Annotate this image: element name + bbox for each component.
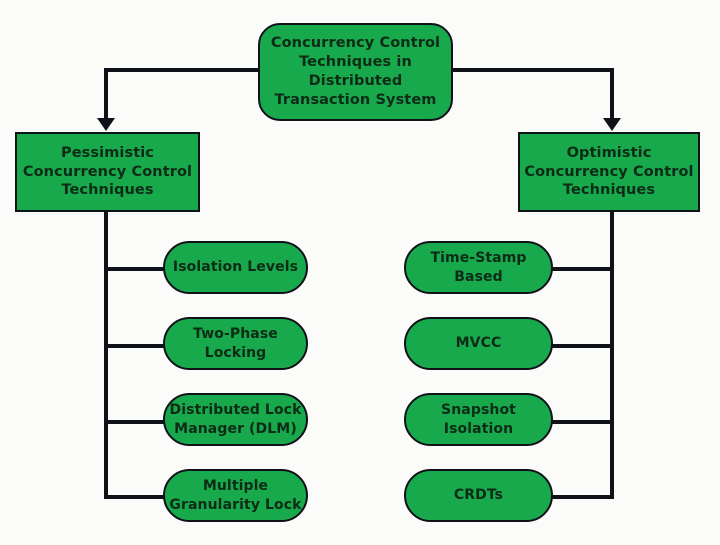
connector-right-stub-2 bbox=[551, 344, 614, 348]
node-leaf-multiple-granularity-lock[interactable]: Multiple Granularity Lock bbox=[163, 469, 308, 522]
arrow-head-right-branch bbox=[603, 118, 621, 131]
node-leaf-snapshot-isolation[interactable]: Snapshot Isolation bbox=[404, 393, 553, 446]
connector-root-to-right-branch bbox=[610, 68, 614, 120]
connector-left-stub-3 bbox=[104, 420, 166, 424]
connector-left-stub-4 bbox=[104, 495, 166, 499]
node-leaf-time-stamp-based[interactable]: Time-Stamp Based bbox=[404, 241, 553, 294]
connector-right-stub-1 bbox=[551, 267, 614, 271]
node-root[interactable]: Concurrency Control Techniques in Distri… bbox=[258, 23, 453, 121]
node-leaf-mvcc[interactable]: MVCC bbox=[404, 317, 553, 370]
node-leaf-isolation-levels[interactable]: Isolation Levels bbox=[163, 241, 308, 294]
node-branch-pessimistic[interactable]: Pessimistic Concurrency Control Techniqu… bbox=[15, 132, 200, 212]
node-leaf-two-phase-locking[interactable]: Two-Phase Locking bbox=[163, 317, 308, 370]
connector-right-stub-3 bbox=[551, 420, 614, 424]
connector-left-stub-1 bbox=[104, 267, 166, 271]
connector-left-stub-2 bbox=[104, 344, 166, 348]
connector-right-spine bbox=[610, 210, 614, 499]
arrow-head-left-branch bbox=[97, 118, 115, 131]
node-branch-optimistic[interactable]: Optimistic Concurrency Control Technique… bbox=[518, 132, 700, 212]
connector-right-stub-4 bbox=[551, 495, 614, 499]
node-leaf-crdts[interactable]: CRDTs bbox=[404, 469, 553, 522]
connector-left-spine bbox=[104, 210, 108, 499]
node-leaf-distributed-lock-manager[interactable]: Distributed Lock Manager (DLM) bbox=[163, 393, 308, 446]
connector-root-to-left-branch bbox=[104, 68, 108, 120]
